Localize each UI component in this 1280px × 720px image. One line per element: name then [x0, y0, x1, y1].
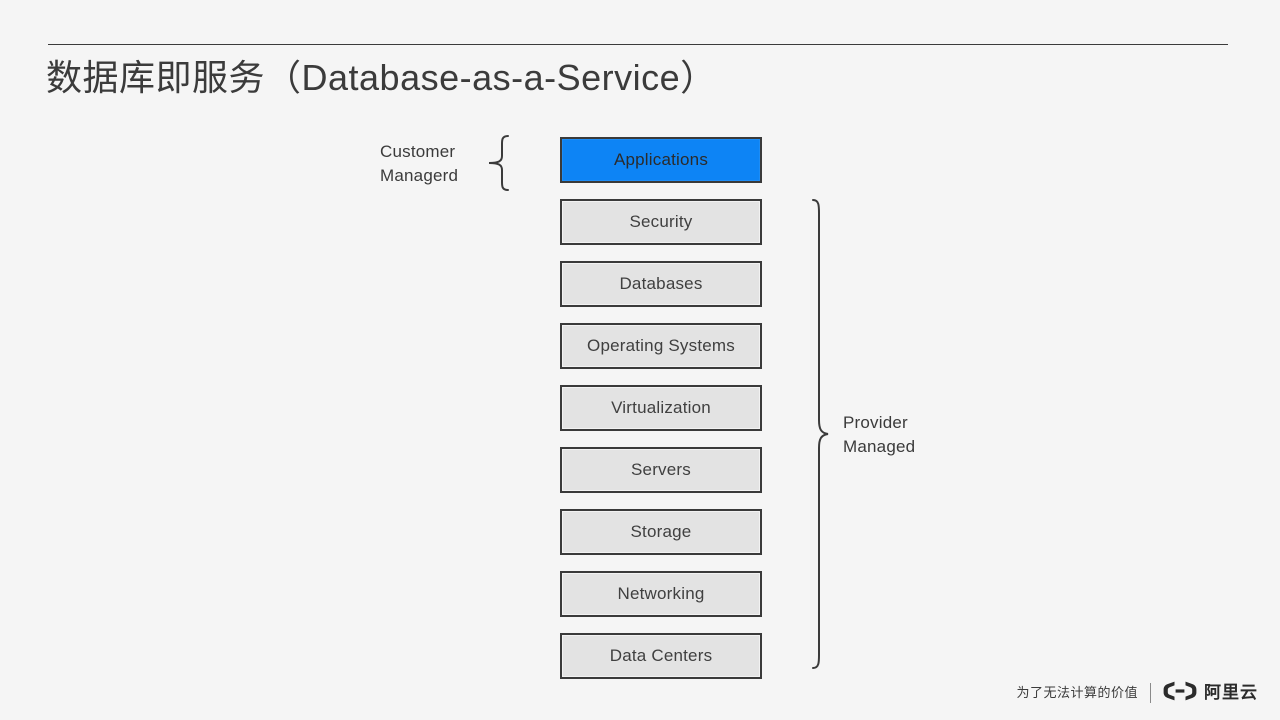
- layer-box-security[interactable]: Security: [560, 199, 762, 245]
- provider-managed-line1: Provider: [843, 413, 908, 432]
- layer-box-data-centers[interactable]: Data Centers: [560, 633, 762, 679]
- layer-label: Applications: [613, 150, 709, 169]
- layer-label: Networking: [617, 584, 705, 603]
- layer-box-databases[interactable]: Databases: [560, 261, 762, 307]
- layer-label: Data Centers: [609, 646, 713, 665]
- footer-tagline: 为了无法计算的价值: [1016, 685, 1138, 700]
- layer-box-networking[interactable]: Networking: [560, 571, 762, 617]
- footer-divider: [1150, 683, 1151, 703]
- layer-label: Servers: [631, 460, 691, 479]
- layer-box-operating-systems[interactable]: Operating Systems: [560, 323, 762, 369]
- provider-managed-line2: Managed: [843, 437, 916, 456]
- layer-label: Storage: [630, 522, 692, 541]
- brand: 阿里云: [1163, 680, 1258, 706]
- customer-managed-brace: [486, 132, 512, 199]
- customer-managed-line1: Customer: [380, 142, 456, 161]
- layer-label: Operating Systems: [587, 336, 735, 355]
- alibaba-cloud-logo-icon: [1163, 681, 1197, 706]
- provider-managed-label: Provider Managed: [843, 411, 915, 459]
- customer-managed-label: Customer Managerd: [380, 140, 458, 188]
- provider-managed-brace: [805, 194, 831, 685]
- layer-box-virtualization[interactable]: Virtualization: [560, 385, 762, 431]
- layer-label: Databases: [619, 274, 703, 293]
- layer-label: Virtualization: [611, 398, 711, 417]
- layer-box-servers[interactable]: Servers: [560, 447, 762, 493]
- layer-box-applications[interactable]: Applications: [560, 137, 762, 183]
- footer-branding: 为了无法计算的价值 阿里云: [1016, 680, 1258, 706]
- customer-managed-line2: Managerd: [380, 166, 459, 185]
- title-divider: [48, 44, 1228, 45]
- layer-box-storage[interactable]: Storage: [560, 509, 762, 555]
- service-layer-stack: Applications Security Databases Operatin…: [560, 137, 762, 679]
- brand-name: 阿里云: [1204, 683, 1258, 702]
- page-title: 数据库即服务（Database-as-a-Service）: [46, 57, 717, 98]
- layer-label: Security: [629, 212, 693, 231]
